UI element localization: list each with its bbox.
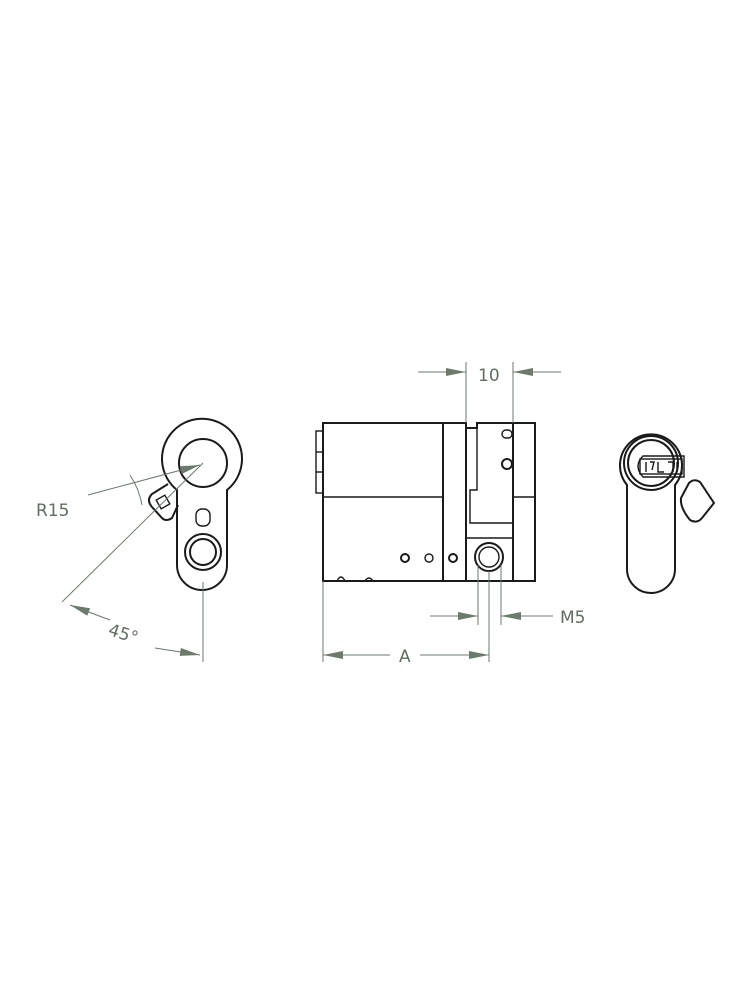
width-label: 10 — [478, 366, 500, 386]
length-label: A — [399, 647, 411, 667]
thread-label: M5 — [560, 608, 585, 628]
side-view-cam — [148, 417, 243, 591]
angle-label: 45° — [106, 620, 141, 648]
front-view-cylinder — [315, 422, 536, 582]
radius-dimension — [61, 462, 204, 662]
length-dimension — [322, 571, 490, 662]
width-dimension — [418, 362, 561, 423]
thread-dimension — [430, 565, 553, 625]
end-view-keyway — [619, 433, 716, 594]
radius-label: R15 — [36, 501, 69, 521]
